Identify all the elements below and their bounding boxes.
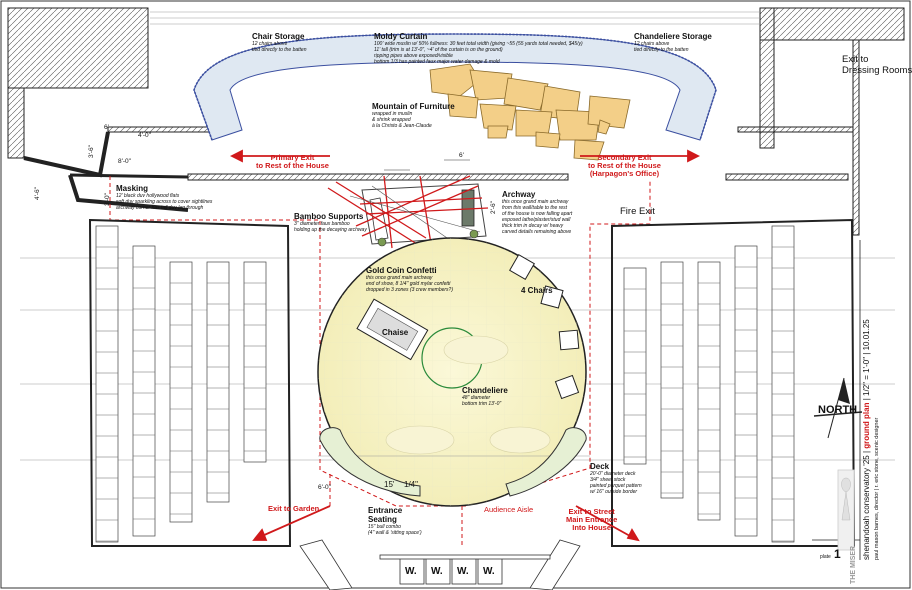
- title-sep3: |: [862, 352, 871, 355]
- bamboo-title: Bamboo Supports: [294, 212, 364, 221]
- bamboo-notes: 3" diameter faux bamboo holding up the d…: [294, 221, 367, 233]
- chandeliere-notes: 48" diameter bottom trim 13'-0": [462, 395, 502, 407]
- secondary-exit-label: Secondary Exit to Rest of the House (Har…: [588, 153, 661, 178]
- label-masking: Masking 12' black duv hollywood flats so…: [116, 184, 212, 211]
- label-moldy-curtain: Moldy Curtain 100' wide muslin w/ 50% fu…: [374, 32, 583, 65]
- dim-8-0: 8'-0": [118, 158, 131, 165]
- exit-to-garden-label: Exit to Garden: [268, 504, 320, 513]
- entrance-seating-title: Entrance Seating: [368, 506, 403, 524]
- label-mountain-of-furniture: Mountain of Furniture wrapped in muslin …: [372, 102, 455, 129]
- seat-label-w-3: W.: [457, 566, 469, 577]
- dim-2-6: 2'-6": [490, 201, 497, 214]
- fire-exit-label: Fire Exit: [620, 206, 655, 217]
- title-block-line1: shenandoah conservatory '25 | ground pla…: [862, 319, 871, 560]
- confetti-title: Gold Coin Confetti: [366, 266, 437, 275]
- plate-number: 1: [834, 547, 841, 561]
- moldy-curtain-title: Moldy Curtain: [374, 32, 428, 41]
- label-chandeliere: Chandeliere 48" diameter bottom trim 13'…: [462, 386, 508, 407]
- deck-notes: 20'-0" diameter deck 3/4" sheet stock pa…: [590, 471, 642, 495]
- mountain-notes: wrapped in muslin & shrink wrapped à la …: [372, 111, 432, 129]
- label-deck: Deck 20'-0" diameter deck 3/4" sheet sto…: [590, 462, 642, 495]
- archway-title: Archway: [502, 190, 536, 199]
- seat-label-w-2: W.: [431, 566, 443, 577]
- entrance-seating: [319, 427, 587, 497]
- seat-label-w-1: W.: [405, 566, 417, 577]
- dim-6-0: 6'-0": [318, 484, 331, 491]
- archway-notes: this once grand main archway from this w…: [502, 199, 573, 235]
- title-school: shenandoah conservatory '25: [862, 455, 871, 560]
- dim-3-6: 3'-6": [88, 145, 95, 158]
- dim-4-0-top: 4'-0": [138, 132, 151, 139]
- label-chandeliere-storage: Chandeliere Storage 12 chairs above tied…: [634, 32, 712, 53]
- north-label: NORTH: [818, 404, 858, 416]
- dim-1-4: 1/4": [404, 480, 418, 489]
- exit-to-street-label: Exit to Street Main Entrance Into House: [566, 507, 618, 532]
- deck-title: Deck: [590, 462, 610, 471]
- audience-seating-right: [611, 218, 856, 547]
- label-gold-coin-confetti: Gold Coin Confetti this once grand main …: [366, 266, 453, 293]
- title-sep2: |: [862, 398, 871, 401]
- exit-arrows: [229, 149, 701, 542]
- exit-to-dressing-rooms: Exit to Dressing Rooms: [842, 54, 912, 76]
- chaise: [356, 298, 429, 361]
- title-ground-plan: ground plan: [862, 402, 871, 449]
- label-chair-storage: Chair Storage 12 chairs above tied direc…: [252, 32, 306, 53]
- show-title: THE MISER: [850, 545, 857, 584]
- title-date: 10.01.25: [862, 319, 871, 351]
- north-arrow: [813, 377, 863, 439]
- title-scale: 1/2" = 1'-0": [862, 356, 871, 396]
- dim-4-6: 4'-6": [34, 187, 41, 200]
- chandeliere-storage-notes: 12 chairs above tied directly to the bat…: [634, 41, 689, 53]
- mountain-of-furniture: [429, 63, 631, 161]
- confetti-notes: this once grand main archway end of show…: [366, 275, 453, 293]
- moldy-curtain-track: [193, 33, 717, 141]
- moldy-curtain-notes: 100' wide muslin w/ 50% fullness: 30 fee…: [374, 41, 583, 65]
- chair-storage-title: Chair Storage: [252, 32, 305, 41]
- masking-notes: 12' black duv hollywood flats soft duv s…: [116, 193, 213, 211]
- mountain-title: Mountain of Furniture: [372, 102, 455, 111]
- chaise-label: Chaise: [382, 328, 409, 337]
- masking-title: Masking: [116, 184, 149, 193]
- archway-structure: [327, 159, 489, 251]
- primary-exit-label: Primary Exit to Rest of the House: [256, 153, 329, 170]
- plate-label: plate: [820, 554, 831, 560]
- entrance-seating-notes: 15" bull combo (4" wall & 'sitting space…: [368, 524, 422, 536]
- title-credits: paul mason barnes, director | r. eric st…: [874, 417, 880, 560]
- seat-label-w-4: W.: [483, 566, 495, 577]
- dim-15: 15': [384, 480, 395, 489]
- chandeliere-storage-title: Chandeliere Storage: [634, 32, 712, 41]
- audience-seating-left: [88, 218, 292, 547]
- chandeliere-title: Chandeliere: [462, 386, 508, 395]
- label-entrance-seating: Entrance Seating 15" bull combo (4" wall…: [368, 506, 422, 536]
- building-walls: [7, 7, 905, 236]
- chair-storage-notes: 12 chairs above tied directly to the bat…: [252, 41, 307, 53]
- title-sep1: |: [862, 450, 871, 454]
- four-chairs-label: 4 Chairs: [521, 286, 553, 295]
- dim-6-a: 6': [104, 124, 109, 131]
- dim-6-b: 6': [459, 152, 464, 159]
- audience-aisle-label: Audience Aisle: [484, 505, 534, 514]
- label-bamboo-supports: Bamboo Supports 3" diameter faux bamboo …: [294, 212, 367, 233]
- bottom-seating: [299, 539, 581, 590]
- four-chairs: [509, 254, 580, 400]
- label-archway: Archway this once grand main archway fro…: [502, 190, 572, 235]
- dim-3-0: 3'-0": [104, 193, 111, 206]
